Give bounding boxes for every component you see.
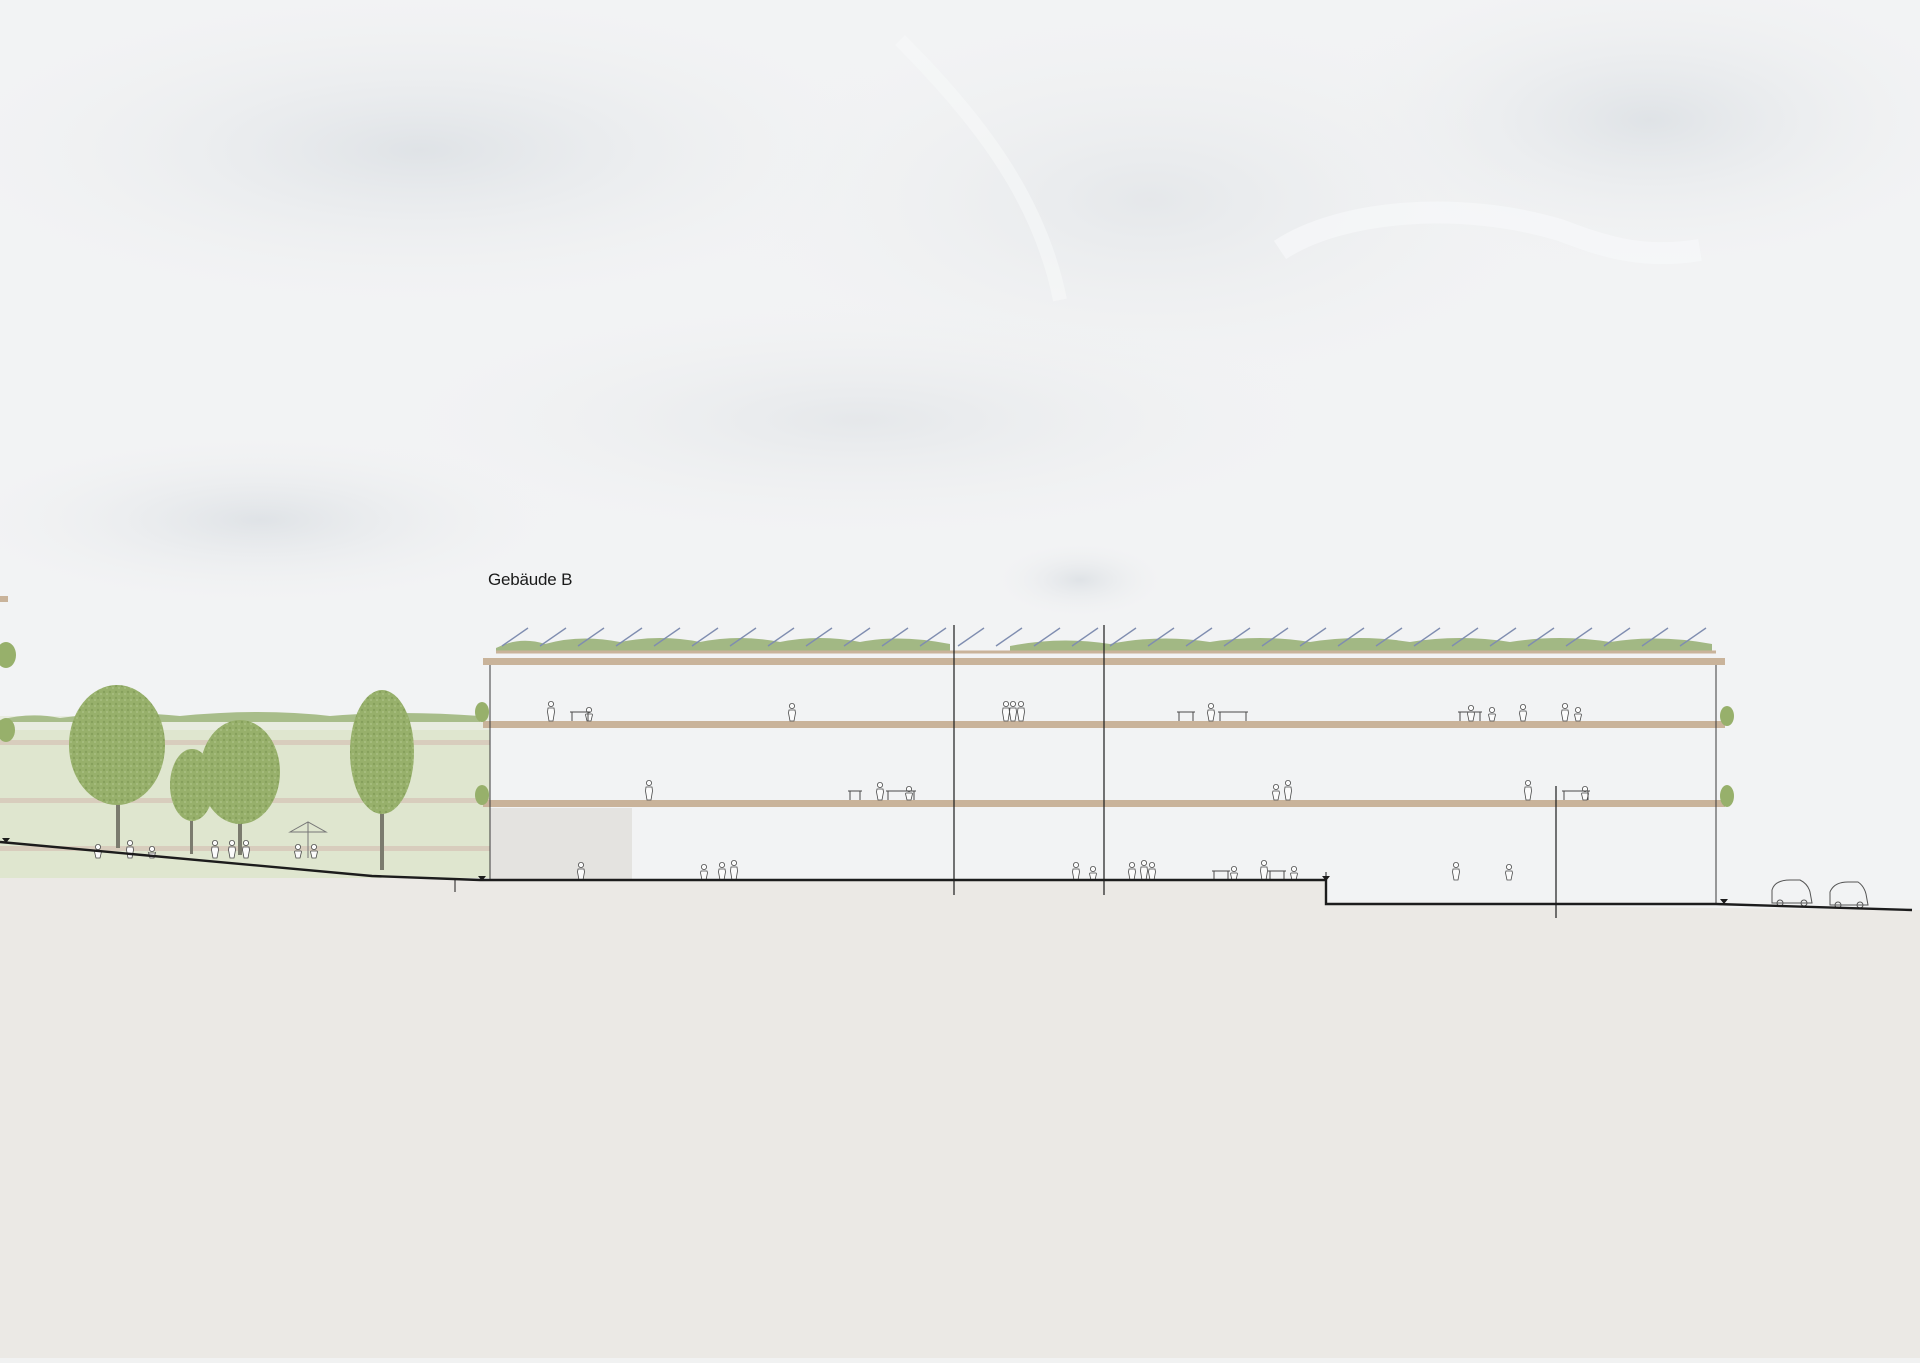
person-icon — [1505, 864, 1513, 881]
person-icon — [1148, 862, 1156, 881]
person-icon — [294, 844, 302, 859]
person-icon — [1452, 862, 1460, 881]
person-icon — [1089, 866, 1097, 881]
solar-panel — [1033, 627, 1061, 647]
solar-panel — [1603, 627, 1631, 647]
solar-panel — [501, 627, 529, 647]
solar-panel — [1071, 627, 1099, 647]
tree-icon — [69, 685, 165, 848]
person-icon — [1207, 703, 1215, 722]
solar-panel — [577, 627, 605, 647]
solar-panel — [1223, 627, 1251, 647]
person-icon — [1290, 866, 1298, 881]
solar-panel — [957, 627, 985, 647]
level-marker-icon — [2, 838, 10, 843]
solar-panel — [995, 627, 1023, 647]
green-roof — [496, 638, 1716, 654]
person-icon — [1128, 862, 1136, 881]
person-icon — [126, 840, 134, 859]
solar-panel — [843, 627, 871, 647]
solar-panel — [1413, 627, 1441, 647]
level-marker-icon — [1322, 876, 1330, 881]
solar-panel — [1641, 627, 1669, 647]
person-icon — [1467, 705, 1475, 722]
tree-icon — [350, 690, 414, 870]
building-label: Gebäude B — [488, 570, 573, 589]
table-icon — [1562, 790, 1590, 800]
solar-panel — [1147, 627, 1175, 647]
solar-panel — [1375, 627, 1403, 647]
person-icon — [211, 840, 219, 859]
person-icon — [645, 780, 653, 801]
solar-panel — [1185, 627, 1213, 647]
person-icon — [1002, 701, 1010, 722]
person-icon — [1140, 860, 1148, 881]
person-icon — [547, 701, 555, 722]
table-icon — [1458, 711, 1482, 721]
trees — [0, 642, 414, 870]
person-icon — [1581, 786, 1589, 801]
person-icon — [1574, 707, 1582, 722]
solar-panel — [615, 627, 643, 647]
tree-icon — [200, 720, 280, 855]
people — [94, 701, 1590, 881]
table-icon — [570, 711, 590, 721]
table-icon — [1177, 711, 1195, 721]
level-marker-icon — [478, 876, 486, 881]
person-icon — [1260, 860, 1268, 881]
person-icon — [876, 782, 884, 801]
table-icon — [1212, 870, 1230, 880]
table-icon — [848, 790, 862, 800]
ground-mass — [0, 840, 1920, 1358]
person-icon — [730, 860, 738, 881]
solar-panel — [881, 627, 909, 647]
solar-panel — [767, 627, 795, 647]
person-icon — [1072, 862, 1080, 881]
person-icon — [1519, 704, 1527, 722]
person-icon — [1017, 701, 1025, 722]
person-icon — [242, 840, 250, 859]
person-icon — [1284, 780, 1292, 801]
person-icon — [310, 844, 318, 859]
person-icon — [1488, 707, 1496, 722]
solar-panel — [1337, 627, 1365, 647]
solar-panel — [1679, 627, 1707, 647]
person-icon — [1272, 784, 1280, 801]
solar-panel — [1489, 627, 1517, 647]
solar-panel — [1527, 627, 1555, 647]
solar-panel — [729, 627, 757, 647]
person-icon — [1230, 866, 1238, 881]
person-icon — [1524, 780, 1532, 801]
solar-panel — [691, 627, 719, 647]
table-icon — [886, 790, 916, 800]
person-icon — [94, 844, 102, 859]
level-marker-icon — [1720, 899, 1728, 904]
person-icon — [788, 703, 796, 722]
level-markers — [2, 838, 1728, 904]
solar-panel — [1299, 627, 1327, 647]
person-icon — [577, 862, 585, 881]
person-icon — [1561, 703, 1569, 722]
solar-panel — [805, 627, 833, 647]
solar-panel — [1261, 627, 1289, 647]
solar-panel — [1451, 627, 1479, 647]
table-icon — [1268, 870, 1286, 880]
person-icon — [1009, 701, 1017, 722]
solar-panel — [1565, 627, 1593, 647]
person-icon — [905, 786, 913, 801]
person-icon — [585, 707, 593, 722]
solar-panel — [653, 627, 681, 647]
solar-panels — [501, 627, 1707, 647]
table-icon — [1218, 711, 1248, 721]
person-icon — [718, 862, 726, 881]
sky — [0, 0, 1920, 620]
solar-panel — [539, 627, 567, 647]
person-icon — [700, 864, 708, 881]
solar-panel — [1109, 627, 1137, 647]
solar-panel — [919, 627, 947, 647]
person-icon — [228, 840, 236, 859]
main-building — [454, 625, 1734, 918]
